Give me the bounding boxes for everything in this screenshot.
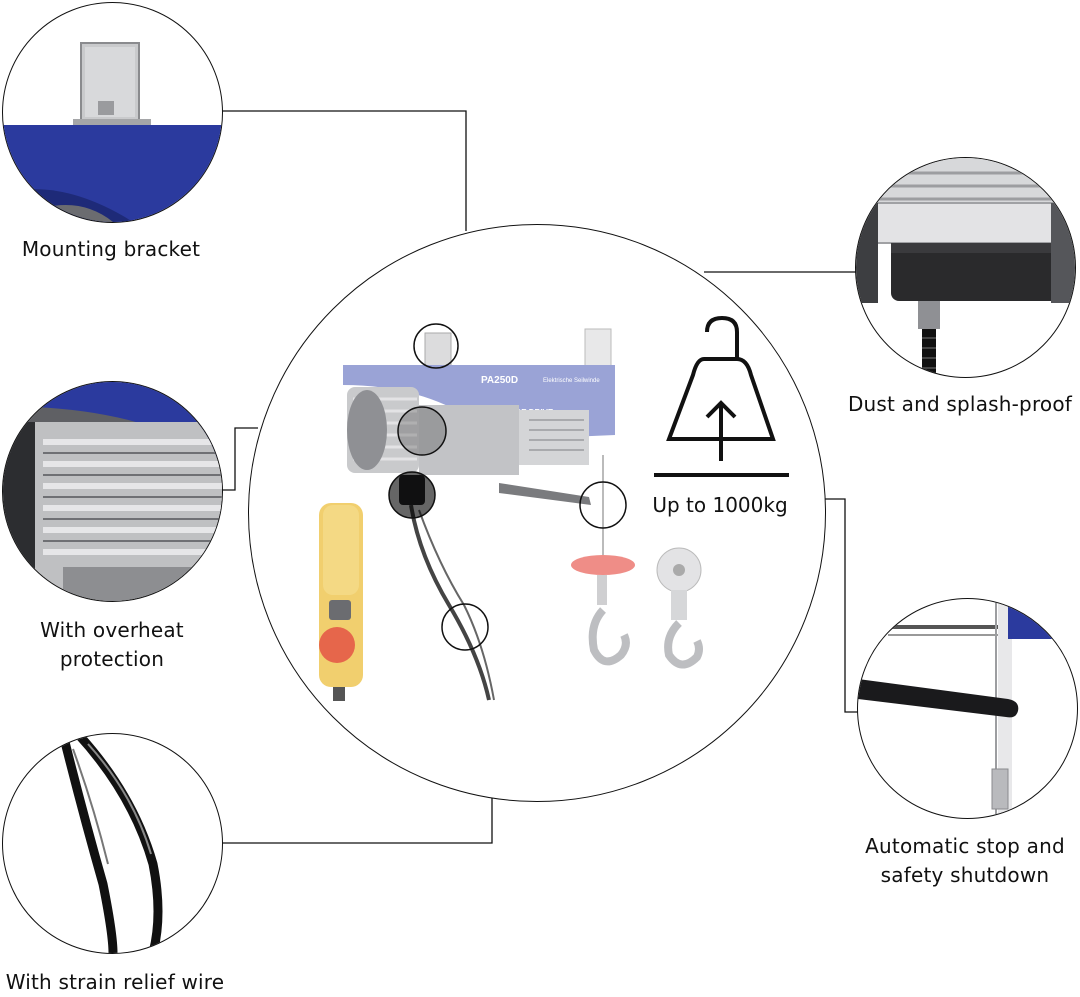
connector-auto-stop xyxy=(820,498,859,713)
strain-relief-label: With strain relief wire xyxy=(5,970,225,994)
mounting-bracket-detail xyxy=(2,2,223,223)
overheat-label: With overheat protection xyxy=(40,618,184,671)
dust-proof-label: Dust and splash-proof xyxy=(847,392,1073,416)
strain-relief-detail xyxy=(2,733,223,954)
dust-proof-detail xyxy=(855,157,1076,378)
capacity-label: Up to 1000kg xyxy=(652,493,788,517)
connector-overheat xyxy=(221,427,258,491)
hoist-subtitle-text: Elektrische Seilwinde xyxy=(543,378,600,384)
auto-stop-label: Automatic stop and safety shutdown xyxy=(865,834,1065,887)
hoist-model-text: PA250D xyxy=(481,375,518,386)
overheat-detail xyxy=(2,381,223,602)
connector-strain-relief xyxy=(221,797,493,844)
connector-mounting-bracket xyxy=(221,110,467,231)
mounting-bracket-label: Mounting bracket xyxy=(21,237,201,261)
auto-stop-detail xyxy=(857,598,1078,819)
weight-capacity-icon xyxy=(654,315,789,477)
product-overview-circle: PA250D Elektrische Seilwinde TRADE DRIVE xyxy=(248,224,826,802)
